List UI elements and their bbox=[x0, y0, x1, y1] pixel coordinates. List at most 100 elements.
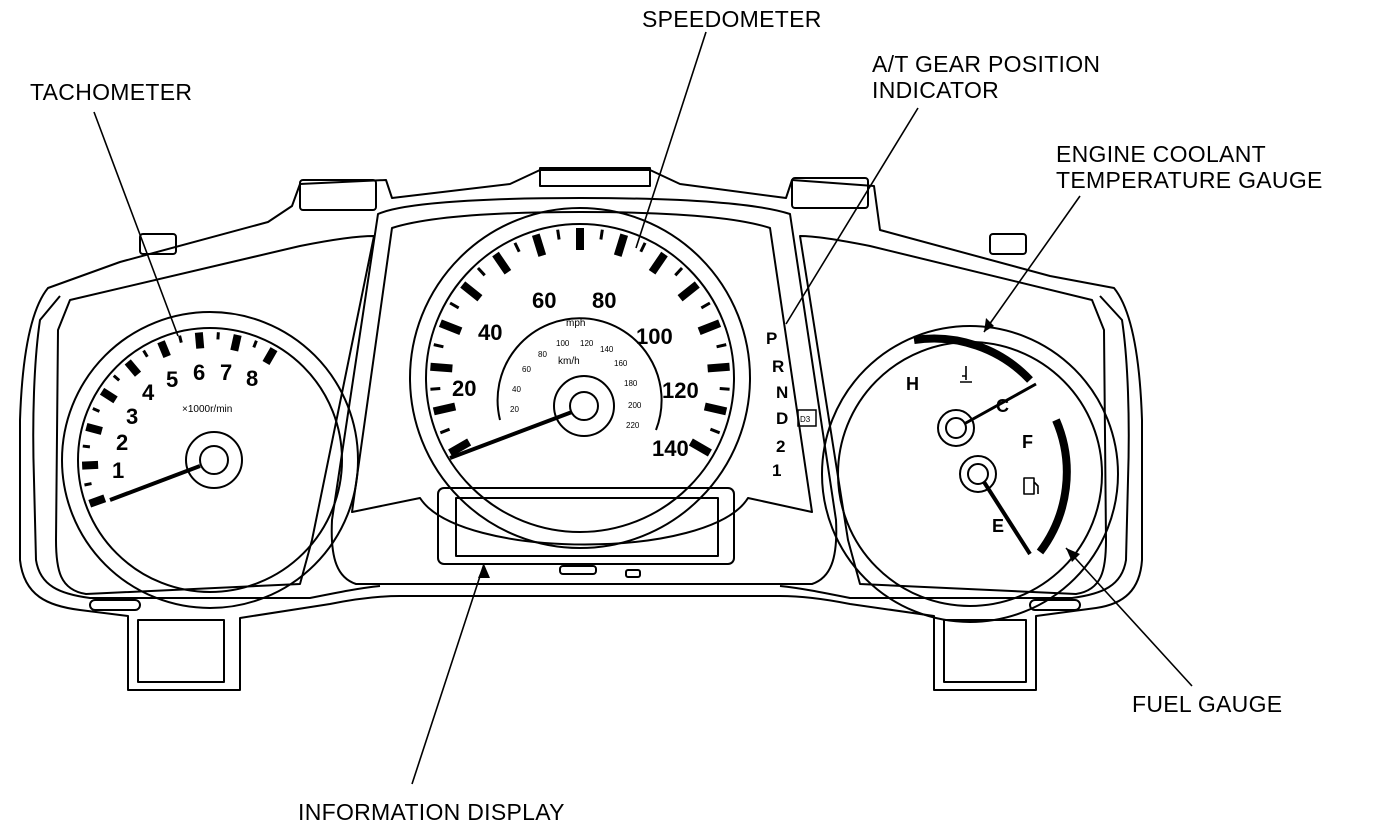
speedometer-tick bbox=[719, 386, 730, 391]
speedometer-tick bbox=[439, 427, 451, 435]
tach-num-6: 6 bbox=[193, 360, 205, 385]
tachometer-tick bbox=[92, 407, 101, 413]
mph-20: 20 bbox=[452, 376, 476, 401]
speedometer-tick bbox=[613, 233, 629, 257]
speedometer-tick bbox=[438, 319, 463, 335]
fuel-gauge-hub bbox=[959, 455, 997, 493]
bracket-top-right bbox=[791, 177, 869, 209]
coolant-gauge-hub-cap bbox=[945, 417, 967, 439]
speedometer-tick bbox=[432, 402, 457, 416]
tachometer-tick bbox=[112, 374, 121, 382]
kmh-180: 180 bbox=[624, 379, 638, 388]
label-at-gear-line1: A/T GEAR POSITION bbox=[872, 51, 1100, 77]
speedometer-kmh-numerals: 20 40 60 80 100 120 140 160 180 200 220 … bbox=[510, 339, 642, 430]
speedometer-tick bbox=[476, 267, 486, 277]
tachometer-tick bbox=[252, 340, 258, 348]
kmh-60: 60 bbox=[522, 365, 531, 374]
speedometer-tick bbox=[700, 301, 711, 310]
speedometer-kmh-arc bbox=[496, 317, 663, 431]
fuel-empty-label: E bbox=[992, 516, 1004, 536]
tachometer-tick bbox=[82, 444, 91, 449]
leader-at-gear bbox=[785, 107, 919, 325]
bracket-right bbox=[989, 233, 1027, 255]
tach-unit: ×1000r/min bbox=[182, 404, 232, 415]
label-fuel-gauge: FUEL GAUGE bbox=[1132, 691, 1282, 717]
speedometer-tick bbox=[697, 319, 722, 335]
mph-100: 100 bbox=[636, 324, 673, 349]
mph-60: 60 bbox=[532, 288, 556, 313]
cluster-bezel-left bbox=[32, 295, 381, 599]
center-hood bbox=[330, 197, 838, 585]
left-hood bbox=[55, 235, 375, 595]
gear-n: N bbox=[776, 383, 788, 402]
leader-information-display bbox=[411, 563, 485, 785]
tachometer-dial-outer bbox=[61, 311, 359, 609]
mount-tab-left bbox=[137, 619, 225, 683]
speedometer-tick bbox=[677, 281, 700, 302]
tach-num-3: 3 bbox=[126, 404, 138, 429]
label-coolant-line1: ENGINE COOLANT bbox=[1056, 141, 1266, 167]
leader-speedometer bbox=[635, 31, 707, 249]
speedometer-needle bbox=[449, 410, 573, 460]
gear-2: 2 bbox=[776, 437, 785, 456]
label-tachometer: TACHOMETER bbox=[30, 79, 192, 105]
kmh-40: 40 bbox=[512, 385, 521, 394]
gear-1: 1 bbox=[772, 461, 781, 480]
leader-tachometer bbox=[93, 111, 179, 337]
speedometer-dial-inner bbox=[425, 223, 735, 533]
tachometer-hub bbox=[185, 431, 243, 489]
tachometer-tick bbox=[124, 359, 142, 377]
kmh-unit: km/h bbox=[558, 356, 580, 367]
speedometer-mph-numerals: 20 40 60 80 100 120 140 mph bbox=[452, 288, 699, 461]
tachometer-hub-cap bbox=[199, 445, 229, 475]
gear-p: P bbox=[766, 329, 777, 348]
tachometer-scale bbox=[81, 332, 278, 508]
speedometer-hub bbox=[553, 375, 615, 437]
kmh-120: 120 bbox=[580, 339, 594, 348]
center-hood-inner bbox=[351, 211, 813, 546]
slot-bottom-center-small bbox=[625, 569, 641, 578]
kmh-200: 200 bbox=[628, 401, 642, 410]
tachometer-tick bbox=[194, 332, 205, 349]
bracket-top-center bbox=[539, 167, 651, 187]
speedometer-tick bbox=[688, 438, 712, 457]
arrowhead-information-display bbox=[478, 564, 490, 578]
mph-unit: mph bbox=[566, 318, 585, 329]
d3-badge-frame bbox=[797, 409, 817, 427]
coolant-gauge-hub bbox=[937, 409, 975, 447]
tachometer-tick bbox=[262, 347, 278, 366]
temp-fuel-dial-outer bbox=[821, 325, 1119, 623]
speedometer-tick bbox=[448, 438, 472, 457]
speedometer-tick bbox=[531, 233, 547, 257]
gear-d: D bbox=[776, 409, 788, 428]
speedometer-tick bbox=[599, 229, 604, 240]
tachometer-dial-inner bbox=[77, 327, 343, 593]
speedometer-tick bbox=[492, 251, 512, 275]
speedometer-tick bbox=[460, 281, 483, 302]
tach-num-8: 8 bbox=[246, 366, 258, 391]
cluster-bezel-right bbox=[779, 295, 1130, 599]
information-display-frame bbox=[437, 487, 735, 565]
tachometer-tick bbox=[178, 335, 183, 344]
tachometer-numerals: 1 2 3 4 5 6 7 8 ×1000r/min bbox=[112, 360, 258, 483]
kmh-220: 220 bbox=[626, 421, 640, 430]
label-coolant-line2: TEMPERATURE GAUGE bbox=[1056, 167, 1323, 193]
fuel-gauge-arc bbox=[1036, 418, 1071, 555]
information-display-screen bbox=[455, 497, 719, 557]
tach-num-5: 5 bbox=[166, 367, 178, 392]
speedometer-tick bbox=[707, 362, 730, 373]
kmh-140: 140 bbox=[600, 345, 614, 354]
speedometer-hub-cap bbox=[569, 391, 599, 421]
fuel-gauge-hub-cap bbox=[967, 463, 989, 485]
tachometer-tick bbox=[85, 423, 103, 435]
coolant-hot-label: H bbox=[906, 374, 919, 394]
tach-num-1: 1 bbox=[112, 458, 124, 483]
label-speedometer: SPEEDOMETER bbox=[642, 6, 822, 32]
gear-r: R bbox=[772, 357, 784, 376]
bracket-left bbox=[139, 233, 177, 255]
speedometer-scale bbox=[430, 228, 730, 457]
tach-num-4: 4 bbox=[142, 380, 155, 405]
fuel-full-label: F bbox=[1022, 432, 1033, 452]
coolant-gauge-needle bbox=[963, 382, 1037, 426]
